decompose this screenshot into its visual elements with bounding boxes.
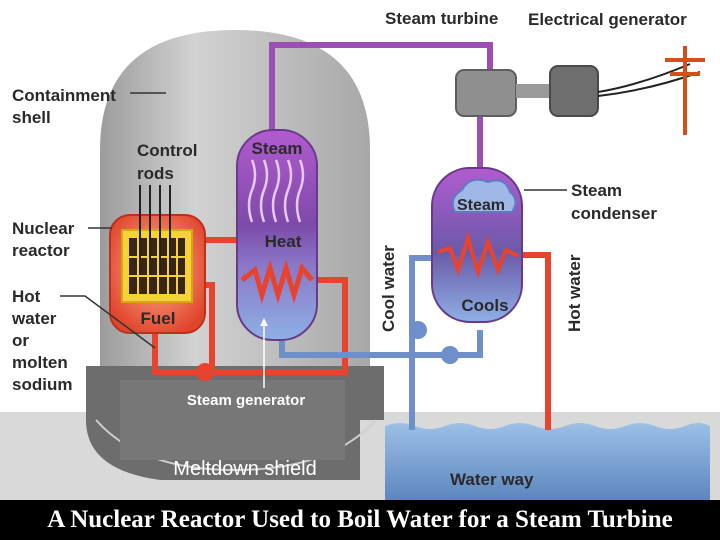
leader-lines xyxy=(60,92,567,349)
control-rods xyxy=(139,185,171,275)
hot-pipes xyxy=(152,237,551,430)
condenser-cloud xyxy=(451,178,517,213)
label-electrical-generator: Electrical generator xyxy=(528,10,687,29)
label-hot-water-4: molten xyxy=(12,353,68,372)
label-cools: Cools xyxy=(461,296,508,315)
turbine-shaft xyxy=(516,84,550,98)
label-hot-water-3: or xyxy=(12,331,29,350)
heat-coil xyxy=(240,259,314,305)
label-steam-condenser-1: Steam xyxy=(571,181,622,200)
label-fuel: Fuel xyxy=(141,309,176,328)
label-hot-water-1: Hot xyxy=(12,287,41,306)
reactor-diagram: Steam turbine Electrical generator Conta… xyxy=(0,9,720,500)
label-containment-1: Containment xyxy=(12,86,116,105)
utility-pole xyxy=(665,46,705,135)
label-control-rods-1: Control xyxy=(137,141,197,160)
label-hot-water-2: water xyxy=(11,309,57,328)
steam-pipe-to-turbine xyxy=(269,42,493,140)
shield-inner xyxy=(120,380,345,460)
cool-pump-2 xyxy=(441,346,459,364)
electrical-generator xyxy=(549,65,599,117)
condenser-coil xyxy=(437,231,519,279)
label-nuclear-reactor-2: reactor xyxy=(12,241,70,260)
cool-water-inflow xyxy=(409,255,438,430)
label-containment-2: shell xyxy=(12,108,51,127)
label-hot-water-vertical: Hot water xyxy=(565,254,584,332)
power-line xyxy=(597,63,691,93)
label-hot-water-5: sodium xyxy=(12,375,72,394)
label-steam-condenser-2: condenser xyxy=(571,204,657,223)
label-sg-steam: Steam xyxy=(251,139,302,158)
label-cool-water: Cool water xyxy=(379,245,398,332)
fuel-grid-lines xyxy=(129,238,185,294)
caption: A Nuclear Reactor Used to Boil Water for… xyxy=(0,500,720,540)
steam-wisps xyxy=(247,159,305,223)
label-nuclear-reactor-1: Nuclear xyxy=(12,219,75,238)
cool-pump-1 xyxy=(409,321,427,339)
water-way xyxy=(385,423,710,500)
label-heat: Heat xyxy=(265,232,302,251)
steam-turbine xyxy=(455,69,517,117)
hot-pump xyxy=(196,363,214,381)
hot-water-outflow xyxy=(520,252,551,430)
label-steam-turbine: Steam turbine xyxy=(385,9,498,28)
label-meltdown-shield: Meltdown shield xyxy=(173,458,316,480)
label-water-way: Water way xyxy=(450,470,534,489)
label-control-rods-2: rods xyxy=(137,164,174,183)
hot-pipe-return xyxy=(152,277,348,375)
label-condenser-steam: Steam xyxy=(457,197,505,214)
label-steam-generator: Steam generator xyxy=(187,392,306,409)
